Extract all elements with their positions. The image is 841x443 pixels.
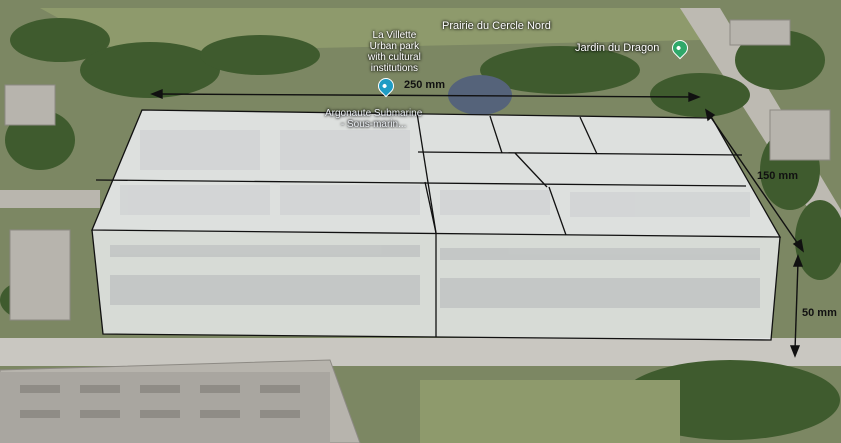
place-label-line: with cultural xyxy=(368,52,421,63)
length-arrowhead-left xyxy=(150,88,163,100)
place-label-line: Argonaute Submarine xyxy=(325,108,423,119)
length-arrowhead-right xyxy=(688,91,701,103)
length-arrow xyxy=(157,93,693,98)
lawn-area xyxy=(40,8,700,52)
place-label-jardin[interactable]: Jardin du Dragon xyxy=(575,42,660,54)
place-label-prairie[interactable]: Prairie du Cercle Nord xyxy=(442,20,551,32)
height-arrow xyxy=(794,261,799,351)
apartment-windows xyxy=(20,385,300,418)
place-label-line: La Villette xyxy=(372,30,417,41)
place-label-line: - Sous-marin... xyxy=(340,119,407,130)
box-top-face xyxy=(92,110,780,237)
road-front xyxy=(0,338,841,366)
dimension-arrows xyxy=(150,88,805,358)
roof-equipment xyxy=(120,130,750,217)
depth-dimension-label: 150 mm xyxy=(757,170,798,182)
depth-arrowhead-bottom xyxy=(792,238,805,253)
lawn-front xyxy=(420,380,680,443)
place-label-argonaute[interactable]: Argonaute Submarine - Sous-marin... xyxy=(325,108,422,130)
place-label-line: institutions xyxy=(370,63,419,74)
apartment-block xyxy=(0,372,330,443)
place-label-line: Urban park xyxy=(369,41,420,52)
road-left xyxy=(0,190,100,208)
depth-arrow xyxy=(709,115,799,245)
height-dimension-label: 50 mm xyxy=(802,307,837,319)
tree-clusters xyxy=(0,18,841,440)
height-arrowhead-bottom xyxy=(789,345,801,358)
geode-dome xyxy=(448,75,512,115)
height-arrowhead-top xyxy=(792,254,804,267)
scale-box xyxy=(91,109,782,341)
depth-arrowhead-top xyxy=(704,108,716,122)
box-edges xyxy=(91,109,782,341)
facade-details xyxy=(110,245,760,308)
place-label-lavillette[interactable]: La Villette Urban park with cultural ins… xyxy=(368,30,421,74)
length-dimension-label: 250 mm xyxy=(404,79,445,91)
